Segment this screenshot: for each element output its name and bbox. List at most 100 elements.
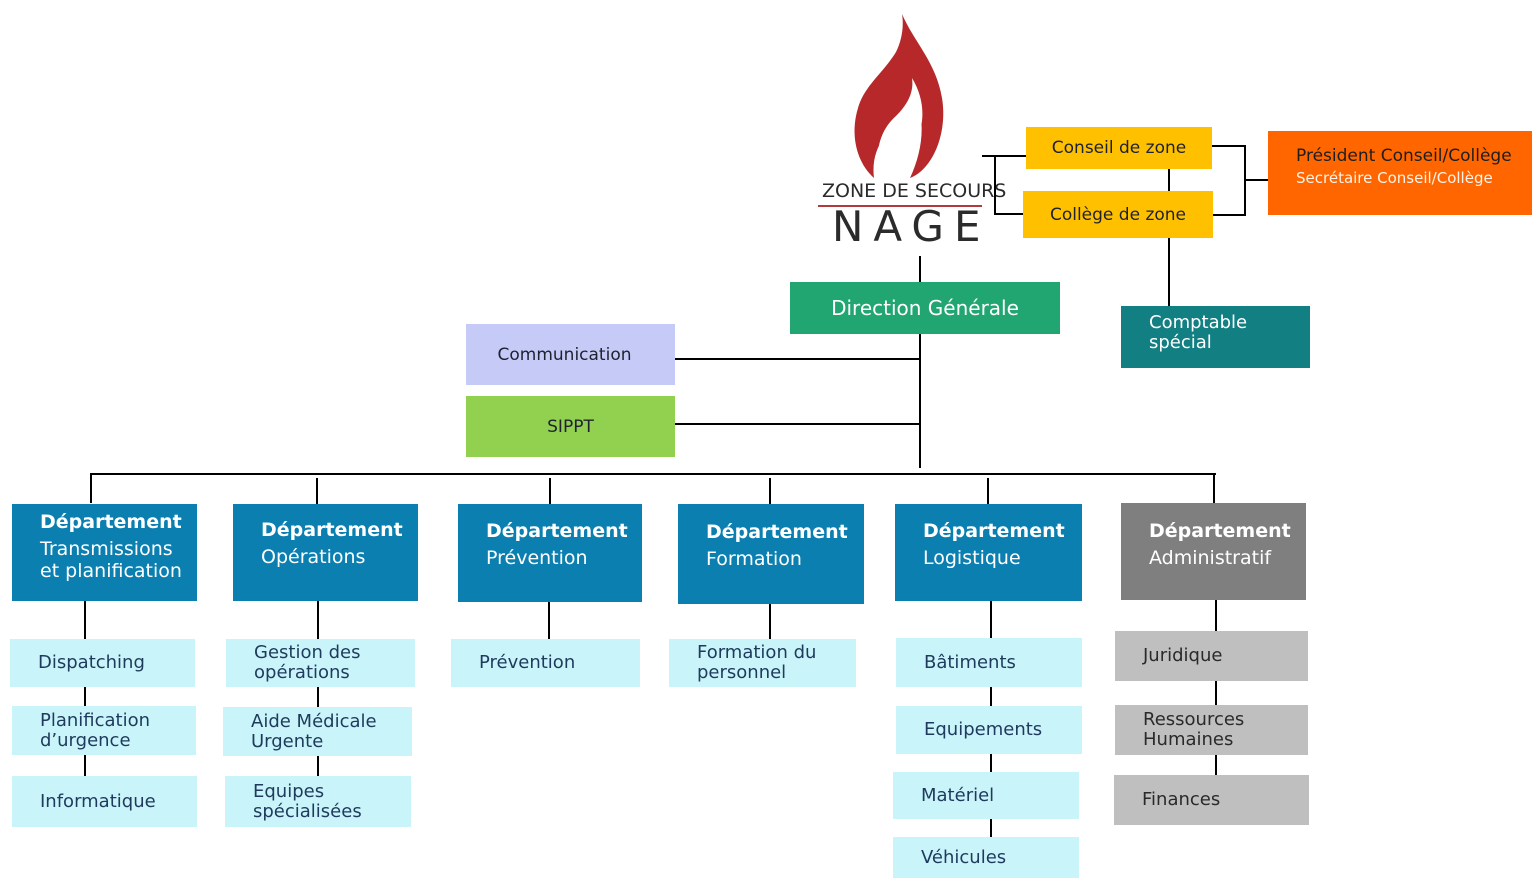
connector (990, 754, 992, 772)
department-title: Département (923, 520, 1065, 542)
unit-materiel: Matériel (893, 772, 1079, 819)
connector (982, 155, 1026, 157)
unit-ressources-humaines: Ressources Humaines (1115, 705, 1308, 755)
connector (1168, 238, 1170, 306)
unit-label: Equipements (924, 719, 1043, 740)
unit-label: Equipes spécialisées (253, 780, 362, 822)
unit-label: Bâtiments (924, 651, 1016, 673)
unit-informatique: Informatique (12, 776, 197, 827)
connector (990, 601, 992, 638)
department-logistique: Département Logistique (895, 504, 1082, 601)
connector (675, 358, 920, 360)
connector (769, 604, 771, 639)
unit-prevention: Prévention (451, 639, 640, 687)
department-name: Formation (706, 548, 802, 570)
direction-generale-label: Direction Générale (831, 296, 1019, 320)
connector (317, 687, 319, 707)
department-name: Transmissions et planification (40, 538, 182, 582)
conseil-de-zone-label: Conseil de zone (1051, 138, 1187, 158)
connector (769, 478, 771, 504)
department-title: Département (1149, 520, 1291, 542)
connector (675, 423, 920, 425)
connector (90, 473, 1216, 475)
communication-box: Communication (466, 324, 675, 385)
department-formation: Département Formation (678, 504, 864, 604)
connector (990, 687, 992, 706)
department-transmissions: Département Transmissions et planificati… (12, 504, 197, 601)
sippt-box: SIPPT (466, 396, 675, 457)
unit-label: Finances (1142, 789, 1221, 810)
connector (90, 473, 92, 503)
connector (84, 755, 86, 776)
department-name: Logistique (923, 547, 1021, 569)
unit-dispatching: Dispatching (10, 639, 195, 687)
unit-aide-medicale: Aide Médicale Urgente (223, 707, 412, 756)
connector (1168, 168, 1170, 192)
college-de-zone-label: Collège de zone (1049, 204, 1187, 225)
department-prevention: Département Prévention (458, 504, 642, 602)
unit-label: Matériel (921, 784, 995, 806)
communication-label: Communication (497, 344, 632, 365)
unit-formation-personnel: Formation du personnel (669, 639, 856, 687)
unit-equipes-specialisees: Equipes spécialisées (225, 776, 411, 827)
logo-underline (818, 205, 982, 207)
unit-batiments: Bâtiments (896, 638, 1082, 687)
connector (1215, 755, 1217, 775)
unit-vehicules: Véhicules (893, 837, 1079, 878)
unit-finances: Finances (1114, 775, 1309, 825)
college-de-zone-box: Collège de zone (1023, 191, 1213, 238)
unit-label: Formation du personnel (697, 642, 817, 683)
connector (919, 334, 921, 468)
connector (84, 601, 86, 639)
connector (317, 756, 319, 776)
unit-label: Planification d’urgence (40, 709, 151, 751)
unit-label: Ressources Humaines (1143, 709, 1245, 750)
connector (317, 601, 319, 639)
connector (1213, 473, 1215, 503)
connector (549, 478, 551, 504)
unit-label: Prévention (479, 652, 576, 673)
comptable-special-box: Comptable spécial (1121, 306, 1310, 368)
department-title: Département (261, 519, 403, 541)
logo-title: NAGE (832, 202, 991, 251)
connector (990, 819, 992, 837)
conseil-de-zone-box: Conseil de zone (1026, 127, 1212, 169)
department-title: Département (486, 520, 628, 542)
president-label: Président Conseil/Collège (1296, 146, 1512, 166)
department-title: Département (40, 511, 182, 533)
direction-generale-box: Direction Générale (790, 282, 1060, 334)
logo-subtitle: ZONE DE SECOURS (822, 180, 1007, 202)
connector (316, 478, 318, 504)
unit-label: Informatique (40, 790, 156, 812)
unit-label: Juridique (1143, 645, 1223, 666)
unit-label: Véhicules (921, 846, 1007, 868)
connector (919, 256, 921, 282)
unit-label: Dispatching (38, 652, 145, 673)
department-title: Département (706, 521, 848, 543)
connector (994, 155, 996, 215)
connector (84, 687, 86, 706)
president-box: Président Conseil/Collège Secrétaire Con… (1268, 131, 1532, 215)
department-name: Prévention (486, 547, 588, 569)
secretaire-label: Secrétaire Conseil/Collège (1296, 169, 1493, 187)
connector (1215, 600, 1217, 631)
unit-label: Gestion des opérations (254, 642, 361, 683)
connector (1212, 214, 1245, 216)
connector (987, 478, 989, 504)
department-administratif: Département Administratif (1121, 503, 1306, 600)
comptable-special-label: Comptable spécial (1149, 312, 1248, 353)
connector (994, 213, 1026, 215)
connector (1244, 179, 1268, 181)
unit-juridique: Juridique (1115, 631, 1308, 681)
connector (1212, 145, 1245, 147)
department-operations: Département Opérations (233, 504, 418, 601)
unit-gestion-operations: Gestion des opérations (226, 639, 415, 687)
connector (548, 602, 550, 639)
unit-equipements: Equipements (896, 706, 1082, 754)
department-name: Opérations (261, 546, 366, 568)
sippt-label: SIPPT (547, 416, 594, 437)
unit-planification: Planification d’urgence (12, 706, 196, 755)
department-name: Administratif (1149, 547, 1272, 569)
connector (1215, 681, 1217, 705)
flame-icon (854, 14, 944, 178)
